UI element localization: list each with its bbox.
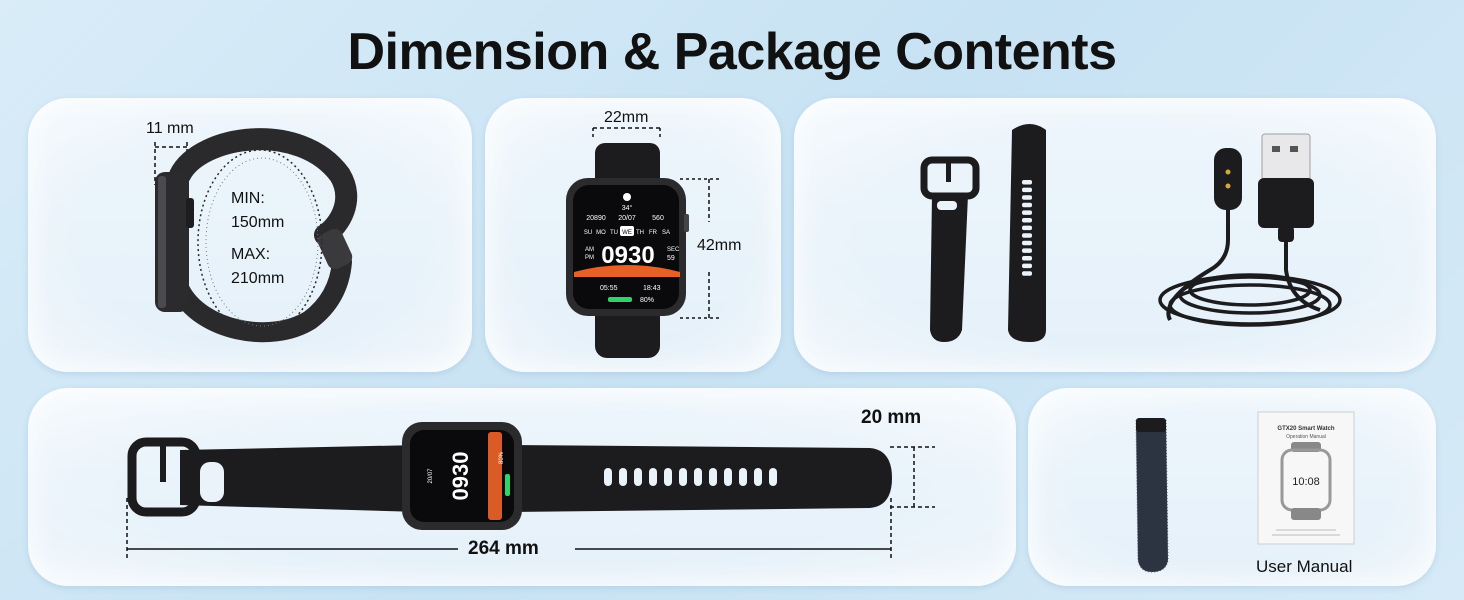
screen-day: WE — [622, 230, 632, 236]
manual-cover-title: GTX20 Smart Watch — [1277, 426, 1334, 432]
strap-hole — [1022, 180, 1032, 185]
screen-sec-label: SEC — [667, 247, 680, 253]
screen-day: MO — [596, 230, 606, 236]
screen-sec: 59 — [667, 255, 675, 262]
manual-cover-subtitle: Operation Manual — [1286, 434, 1326, 440]
band-hole — [604, 468, 612, 486]
band-hole — [664, 468, 672, 486]
accessories-panel — [794, 98, 1436, 372]
band-hole — [709, 468, 717, 486]
screen-temp: 34° — [622, 204, 633, 212]
band-screen-date: 20/07 — [428, 468, 434, 484]
band-hole — [619, 468, 627, 486]
band-hole — [679, 468, 687, 486]
thickness-label: 11 mm — [146, 120, 194, 137]
screen-days: SU MO TU WE TH FR SA — [584, 230, 670, 236]
strap-hole — [1022, 225, 1032, 231]
screen-sunset: 18:43 — [643, 285, 661, 292]
strap-hole — [1022, 210, 1032, 215]
screen-day: SU — [584, 230, 592, 236]
screen-steps: 20890 — [586, 215, 606, 222]
band-width-label: 20 mm — [861, 407, 922, 428]
screen-battery: 80% — [640, 297, 654, 304]
band-hole — [739, 468, 747, 486]
screen-am: AM — [585, 247, 594, 253]
screen-sunrise: 05:55 — [600, 285, 618, 292]
strap-hole — [1022, 240, 1032, 246]
band-hole — [649, 468, 657, 486]
band-hole — [724, 468, 732, 486]
strap-hole — [1022, 271, 1032, 276]
strap-hole — [1022, 202, 1032, 208]
max-value: 210mm — [231, 270, 285, 287]
band-hole — [634, 468, 642, 486]
strap-hole — [1022, 218, 1032, 223]
front-width-label: 22mm — [604, 109, 649, 126]
min-value: 150mm — [231, 214, 285, 231]
band-screen-time: 0930 — [448, 452, 473, 501]
manual-cover-time: 10:08 — [1292, 476, 1320, 488]
screen-day: TH — [636, 230, 644, 236]
strap-hole — [1022, 248, 1032, 253]
screen-cal: 560 — [652, 215, 664, 222]
band-hole — [754, 468, 762, 486]
screen-day: SA — [662, 230, 670, 236]
front-height-label: 42mm — [697, 237, 742, 254]
strap-hole — [1022, 195, 1032, 200]
length-label: 264 mm — [468, 538, 539, 559]
band-hole — [694, 468, 702, 486]
strap-hole — [1022, 233, 1032, 238]
strap-holes — [1022, 180, 1032, 276]
strap-hole — [1022, 256, 1032, 261]
manual-panel — [1028, 388, 1436, 586]
strap-hole — [1022, 263, 1032, 269]
screen-time: 0930 — [601, 242, 654, 269]
band-hole — [769, 468, 777, 486]
screen-day: TU — [610, 230, 618, 236]
page-title: Dimension & Package Contents — [347, 23, 1117, 81]
screen-pm: PM — [585, 255, 594, 261]
screen-day: FR — [649, 230, 658, 236]
strap-hole — [1022, 187, 1032, 193]
max-label: MAX: — [231, 246, 271, 263]
band-holes — [604, 468, 777, 486]
screen-date: 20/07 — [618, 215, 636, 222]
band-screen-battery: 80% — [499, 451, 505, 464]
min-label: MIN: — [231, 190, 265, 207]
manual-label: User Manual — [1256, 557, 1353, 576]
